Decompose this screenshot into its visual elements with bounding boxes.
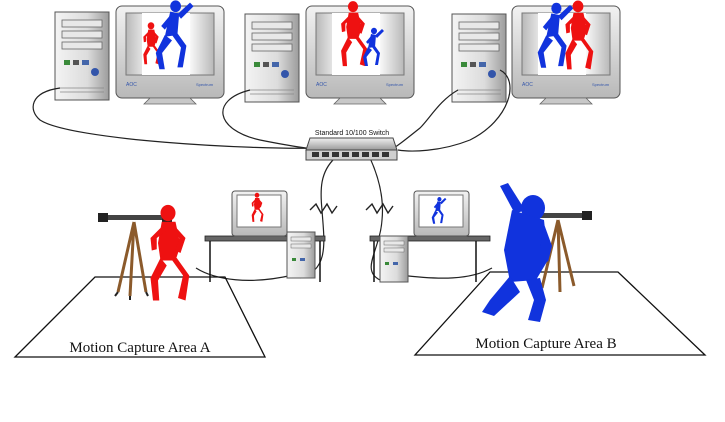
tower-pc-icon — [451, 13, 507, 103]
crt-monitor-icon — [231, 190, 288, 237]
tower-pc-icon — [379, 235, 409, 283]
monitor-brand: AOC — [126, 82, 137, 88]
tower-pc-icon — [54, 11, 110, 101]
break-line-icon — [309, 202, 338, 215]
break-line-icon — [365, 202, 394, 215]
workstation-1: AOC Spectrum — [54, 0, 225, 105]
monitor-brand: AOC — [522, 82, 533, 88]
crt-monitor-icon: AOC Spectrum — [511, 0, 621, 105]
monitor-model: Spectrum — [386, 82, 404, 87]
network-switch-icon — [305, 137, 398, 161]
floor-area-b — [413, 271, 707, 356]
crt-monitor-icon: AOC Spectrum — [305, 1, 415, 105]
monitor-model: Spectrum — [196, 82, 214, 87]
area-a-label: Motion Capture Area A — [69, 340, 210, 356]
capture-area-b: Motion Capture Area B — [369, 183, 707, 356]
floor-area-a — [13, 276, 267, 358]
capture-area-a: Motion Capture Area A — [13, 190, 326, 358]
tower-pc-icon — [286, 231, 316, 279]
monitor-model: Spectrum — [592, 82, 610, 87]
crt-monitor-icon — [413, 190, 470, 237]
area-b-label: Motion Capture Area B — [475, 336, 616, 352]
workstation-2: AOC Spectrum — [244, 1, 415, 105]
human-silhouette-icon — [482, 183, 552, 322]
workstation-3: AOC Spectrum — [451, 0, 621, 105]
crt-monitor-icon: AOC Spectrum — [115, 0, 225, 105]
switch-label: Standard 10/100 Switch — [315, 130, 389, 137]
monitor-brand: AOC — [316, 82, 327, 88]
tower-pc-icon — [244, 13, 300, 103]
